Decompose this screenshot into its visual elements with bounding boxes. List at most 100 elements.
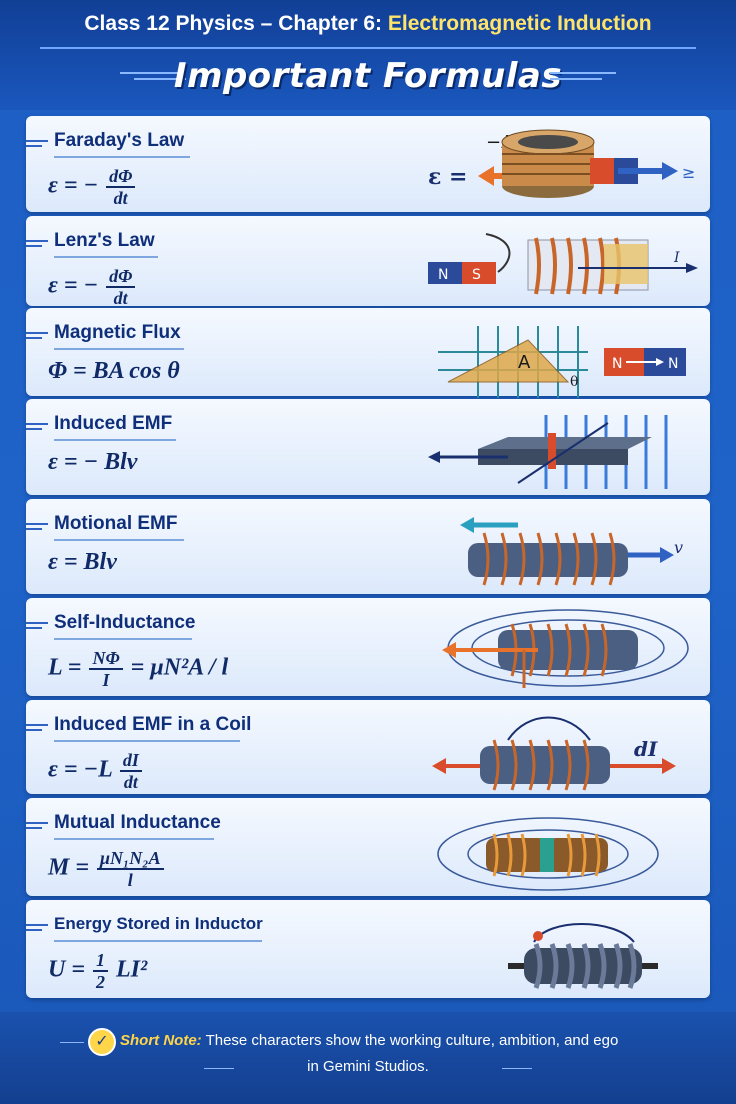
title-underline (54, 838, 214, 840)
svg-text:≥: ≥ (682, 163, 695, 182)
illus-label: v (674, 538, 683, 557)
illus-label: N (438, 267, 448, 283)
formula-lhs: ε = − (48, 172, 99, 199)
speed-lines-icon (26, 523, 48, 530)
footer: ✓ Short Note: These characters show the … (0, 1012, 736, 1104)
title-underline (54, 256, 158, 258)
left-speed-lines-icon (120, 72, 186, 80)
inductor-energy-illustration (508, 923, 658, 989)
speed-lines-icon (26, 724, 48, 731)
illus-label: A (518, 352, 531, 373)
formula-lhs: U = (48, 956, 86, 983)
illus-label: S (472, 267, 481, 283)
illus-label: θ (570, 374, 578, 390)
formula-name: Mutual Inductance (54, 812, 221, 833)
illus-label: N (668, 356, 678, 372)
title-underline (54, 539, 184, 541)
numerator: μN₁N₂A (97, 848, 164, 870)
solenoid-motion-illustration: v (460, 517, 683, 586)
formula-lhs: ε = Blv (48, 549, 117, 575)
formula-card-induced-emf: Induced EMF ε = − Blv (26, 399, 710, 495)
numerator: dΦ (106, 266, 136, 288)
formula-name: Self-Inductance (54, 612, 196, 633)
magnet-coil-illustration: N S I (428, 233, 698, 295)
numerator: dI (119, 750, 142, 772)
denominator: dt (113, 288, 128, 308)
speed-lines-icon (26, 822, 48, 829)
formula-name: Faraday's Law (54, 130, 185, 151)
formula-lhs: Φ = BA cos θ (48, 358, 180, 384)
formula-card-magnetic-flux: Magnetic Flux Φ = BA cos θ A θ N N (26, 308, 710, 398)
right-speed-lines-icon (550, 72, 616, 80)
title-underline (54, 638, 192, 640)
short-note-text-2: in Gemini Studios. (307, 1058, 429, 1075)
speed-lines-icon (26, 140, 48, 147)
formula-rest: LI² (116, 956, 148, 983)
formula-lhs: ε = − Blv (48, 449, 138, 475)
formula-expression: Φ = BA cos θ (48, 358, 180, 385)
title-underline (54, 156, 190, 158)
denominator: 2 (96, 972, 106, 992)
illus-label: I (673, 250, 680, 266)
denominator: dt (123, 772, 138, 792)
formula-name: Induced EMF in a Coil (54, 714, 252, 735)
mutual-coils-illustration (437, 817, 659, 891)
page-title: Important Formulas (173, 56, 563, 96)
formula-lhs: ε = − (48, 272, 99, 299)
illus-label: ε = (428, 164, 467, 190)
denominator: dt (113, 188, 128, 208)
title-underline (54, 439, 176, 441)
header: Class 12 Physics – Chapter 6: Electromag… (0, 0, 736, 110)
formula-lhs: L = (48, 654, 82, 681)
denominator: l (127, 870, 133, 890)
formula-name: Induced EMF (54, 413, 173, 434)
formula-name: Lenz's Law (54, 230, 155, 251)
formula-card-motional-emf: Motional EMF ε = Blv v (26, 499, 710, 594)
inductor-field-illustration (442, 609, 689, 688)
check-circle-icon: ✓ (88, 1028, 116, 1056)
numerator: 1 (93, 950, 109, 972)
formula-lhs: ε = −L (48, 756, 112, 783)
speed-lines-icon (26, 423, 48, 430)
speed-lines-icon (26, 924, 48, 931)
formula-expression: ε = Blv (48, 549, 117, 576)
title-underline (54, 940, 262, 942)
speed-lines-icon (26, 622, 48, 629)
formula-name: Magnetic Flux (54, 322, 181, 343)
short-note-text: These characters show the working cultur… (205, 1032, 619, 1049)
coil-flux-illustration: −ΔΦ ε = ≥ (428, 129, 695, 198)
formula-expression: ε = − Blv (48, 449, 137, 476)
header-divider (40, 47, 696, 49)
speed-lines-icon (26, 332, 48, 339)
short-note-label: Short Note: (120, 1032, 202, 1049)
subtitle-prefix: Class 12 Physics – Chapter 6: (84, 12, 383, 35)
numerator: dΦ (106, 166, 136, 188)
footer-divider (60, 1042, 84, 1043)
short-note: Short Note: These characters show the wo… (120, 1032, 618, 1049)
title-underline (54, 740, 240, 742)
formula-name: Motional EMF (54, 513, 178, 534)
subtitle-accent: Electromagnetic Induction (387, 12, 652, 35)
coil-current-illustration: dI (432, 716, 676, 791)
denominator: I (102, 670, 110, 690)
chapter-subtitle: Class 12 Physics – Chapter 6: Electromag… (0, 12, 736, 36)
moving-rod-illustration (428, 415, 668, 489)
footer-divider (502, 1068, 532, 1069)
speed-lines-icon (26, 240, 48, 247)
title-underline (54, 348, 184, 350)
